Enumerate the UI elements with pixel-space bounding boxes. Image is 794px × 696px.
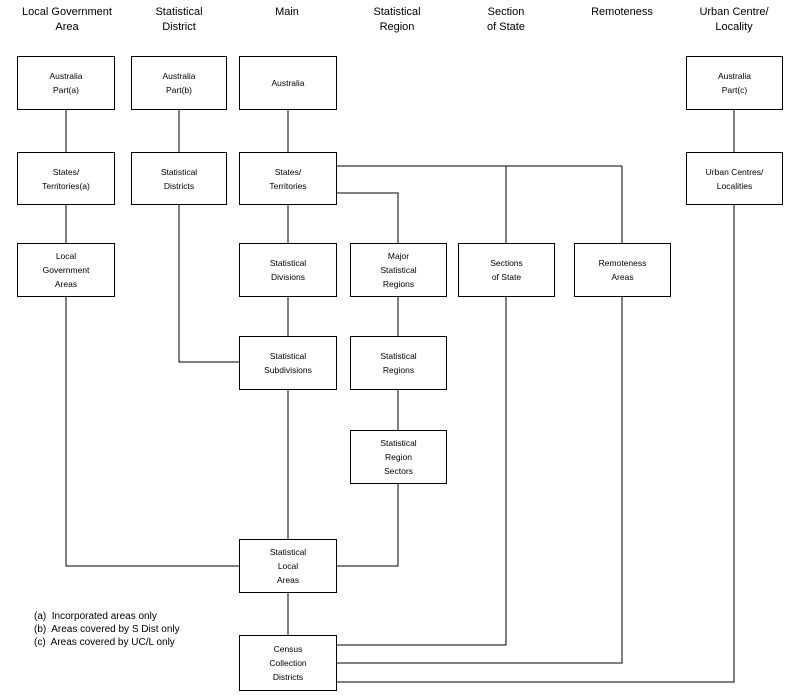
edge-centres-ccd <box>337 205 735 683</box>
edge-lga-areas-sla <box>65 297 239 567</box>
node-lga-states-territories: States/ Territories(a) <box>17 152 115 205</box>
node-census-collection-districts: Census Collection Districts <box>239 635 337 691</box>
node-local-government-areas: Local Government Areas <box>17 243 115 297</box>
edge-remoteness-ccd <box>337 297 623 664</box>
node-lga-australia-part: Australia Part(a) <box>17 56 115 110</box>
node-statistical-region-sectors: Statistical Region Sectors <box>350 430 447 484</box>
footnote-c: (c) Areas covered by UC/L only <box>34 637 175 648</box>
node-statistical-local-areas: Statistical Local Areas <box>239 539 337 593</box>
column-heading-section-of-state: Section of State <box>487 6 525 33</box>
node-statistical-regions: Statistical Regions <box>350 336 447 390</box>
edge-sectors-sla <box>337 484 399 567</box>
node-sd-australia-part: Australia Part(b) <box>131 56 227 110</box>
node-main-states-territories: States/ Territories <box>239 152 337 205</box>
column-heading-statistical-district: Statistical District <box>155 6 203 33</box>
column-heading-urban-centre: Urban Centre/ Locality <box>699 6 769 33</box>
column-heading-remoteness: Remoteness <box>591 6 653 18</box>
footnotes: (a) Incorporated areas only (b) Areas co… <box>34 610 180 649</box>
node-sections-of-state: Sections of State <box>458 243 555 297</box>
footnote-b: (b) Areas covered by S Dist only <box>34 624 180 635</box>
node-main-australia: Australia <box>239 56 337 110</box>
node-statistical-subdivisions: Statistical Subdivisions <box>239 336 337 390</box>
node-remoteness-areas: Remoteness Areas <box>574 243 671 297</box>
column-heading-statistical-region: Statistical Region <box>373 6 421 33</box>
edge-sections-ccd <box>337 297 507 646</box>
node-statistical-divisions: Statistical Divisions <box>239 243 337 297</box>
node-major-statistical-regions: Major Statistical Regions <box>350 243 447 297</box>
column-heading-lga: Local Government Area <box>22 6 112 33</box>
column-heading-main: Main <box>275 6 299 18</box>
node-urban-centres-localities: Urban Centres/ Localities <box>686 152 783 205</box>
footnote-a: (a) Incorporated areas only <box>34 611 157 622</box>
edge-states-major-regions <box>337 192 399 243</box>
node-uc-australia-part: Australia Part(c) <box>686 56 783 110</box>
node-statistical-districts: Statistical Districts <box>131 152 227 205</box>
edge-sd-districts-subdivisions <box>178 205 239 363</box>
